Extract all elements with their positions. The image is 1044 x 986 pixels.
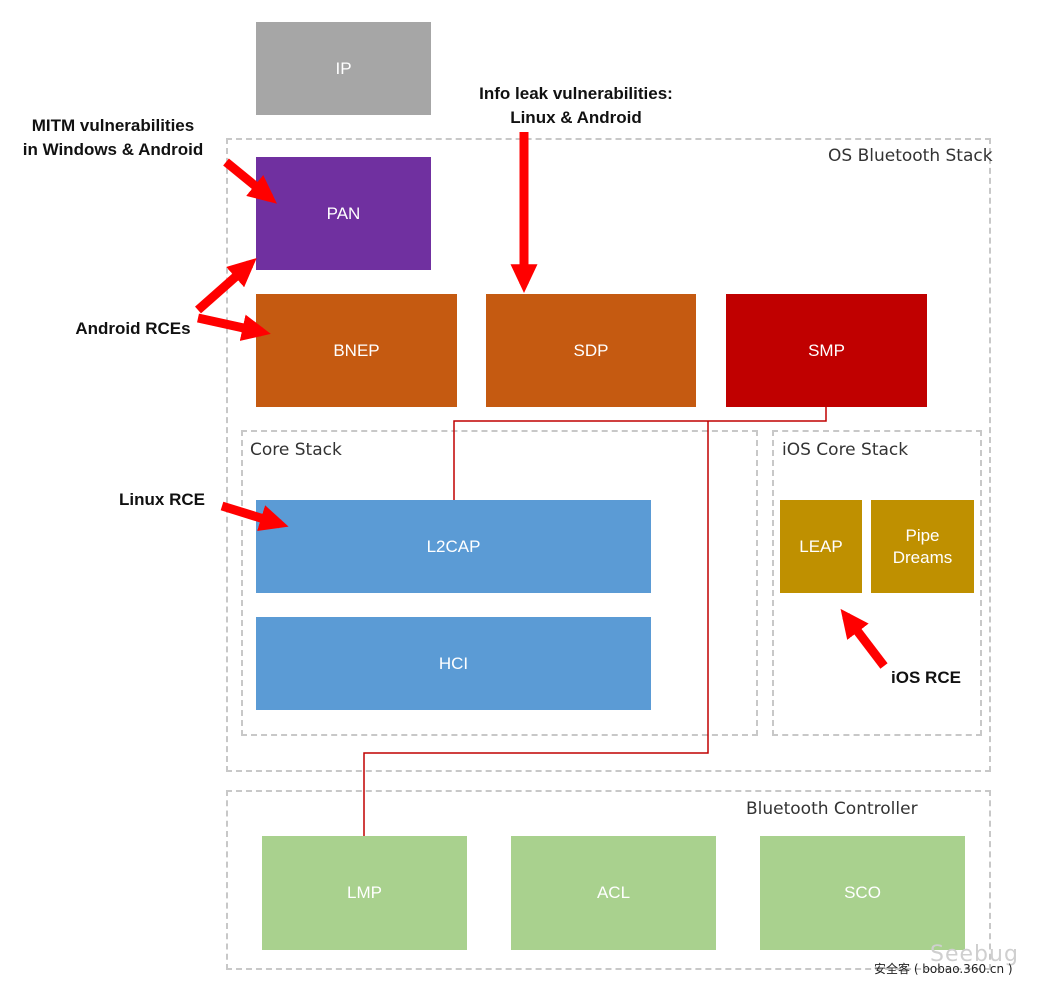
core-stack-region	[241, 430, 758, 736]
l2cap-block: L2CAP	[256, 500, 651, 593]
mitm-annotation-line-2: in Windows & Android	[22, 140, 204, 159]
ios-core-stack-region	[772, 430, 982, 736]
smp-lmp-connector	[363, 421, 709, 836]
os-bluetooth-stack-label: OS Bluetooth Stack	[828, 146, 993, 166]
smp-block: SMP	[726, 294, 927, 407]
hci-block: HCI	[256, 617, 651, 710]
site-watermark: 安全客 ( bobao.360.cn )	[874, 962, 1013, 976]
android-rce-bnep-arrow	[197, 313, 271, 341]
linux-rce-annotation: Linux RCE	[119, 490, 205, 509]
sdp-block: SDP	[486, 294, 696, 407]
ios-rce-arrow	[840, 608, 888, 669]
info-leak-annotation-line-1: Info leak vulnerabilities:	[479, 84, 673, 103]
mitm-annotation-line-1: MITM vulnerabilities	[31, 116, 195, 135]
seebug-watermark-logo: Seebug	[930, 942, 1019, 967]
ip-block: IP	[256, 22, 431, 115]
sco-block: SCO	[760, 836, 965, 950]
mitm-annotation: MITM vulnerabilities in Windows & Androi…	[8, 114, 218, 162]
info-leak-annotation-line-2: Linux & Android	[510, 108, 642, 127]
ios-rce-annotation: iOS RCE	[891, 668, 961, 687]
lmp-block: LMP	[262, 836, 467, 950]
linux-rce-arrow	[220, 501, 289, 532]
smp-l2cap-connector	[453, 407, 827, 500]
bluetooth-controller-region	[226, 790, 991, 970]
core-stack-label: Core Stack	[250, 440, 342, 460]
android-rce-annotation: Android RCEs	[75, 319, 191, 338]
android-rce-pan-arrow	[195, 258, 257, 314]
ios-core-stack-label: iOS Core Stack	[782, 440, 909, 460]
mitm-arrow	[223, 158, 277, 204]
info-leak-annotation: Info leak vulnerabilities: Linux & Andro…	[466, 82, 686, 130]
bluetooth-controller-label: Bluetooth Controller	[746, 799, 918, 819]
pan-block: PAN	[256, 157, 431, 270]
acl-block: ACL	[511, 836, 716, 950]
leap-block: LEAP	[780, 500, 862, 593]
bnep-block: BNEP	[256, 294, 457, 407]
pipe-dreams-block: Pipe Dreams	[871, 500, 974, 593]
os-bluetooth-stack-region	[226, 138, 991, 772]
